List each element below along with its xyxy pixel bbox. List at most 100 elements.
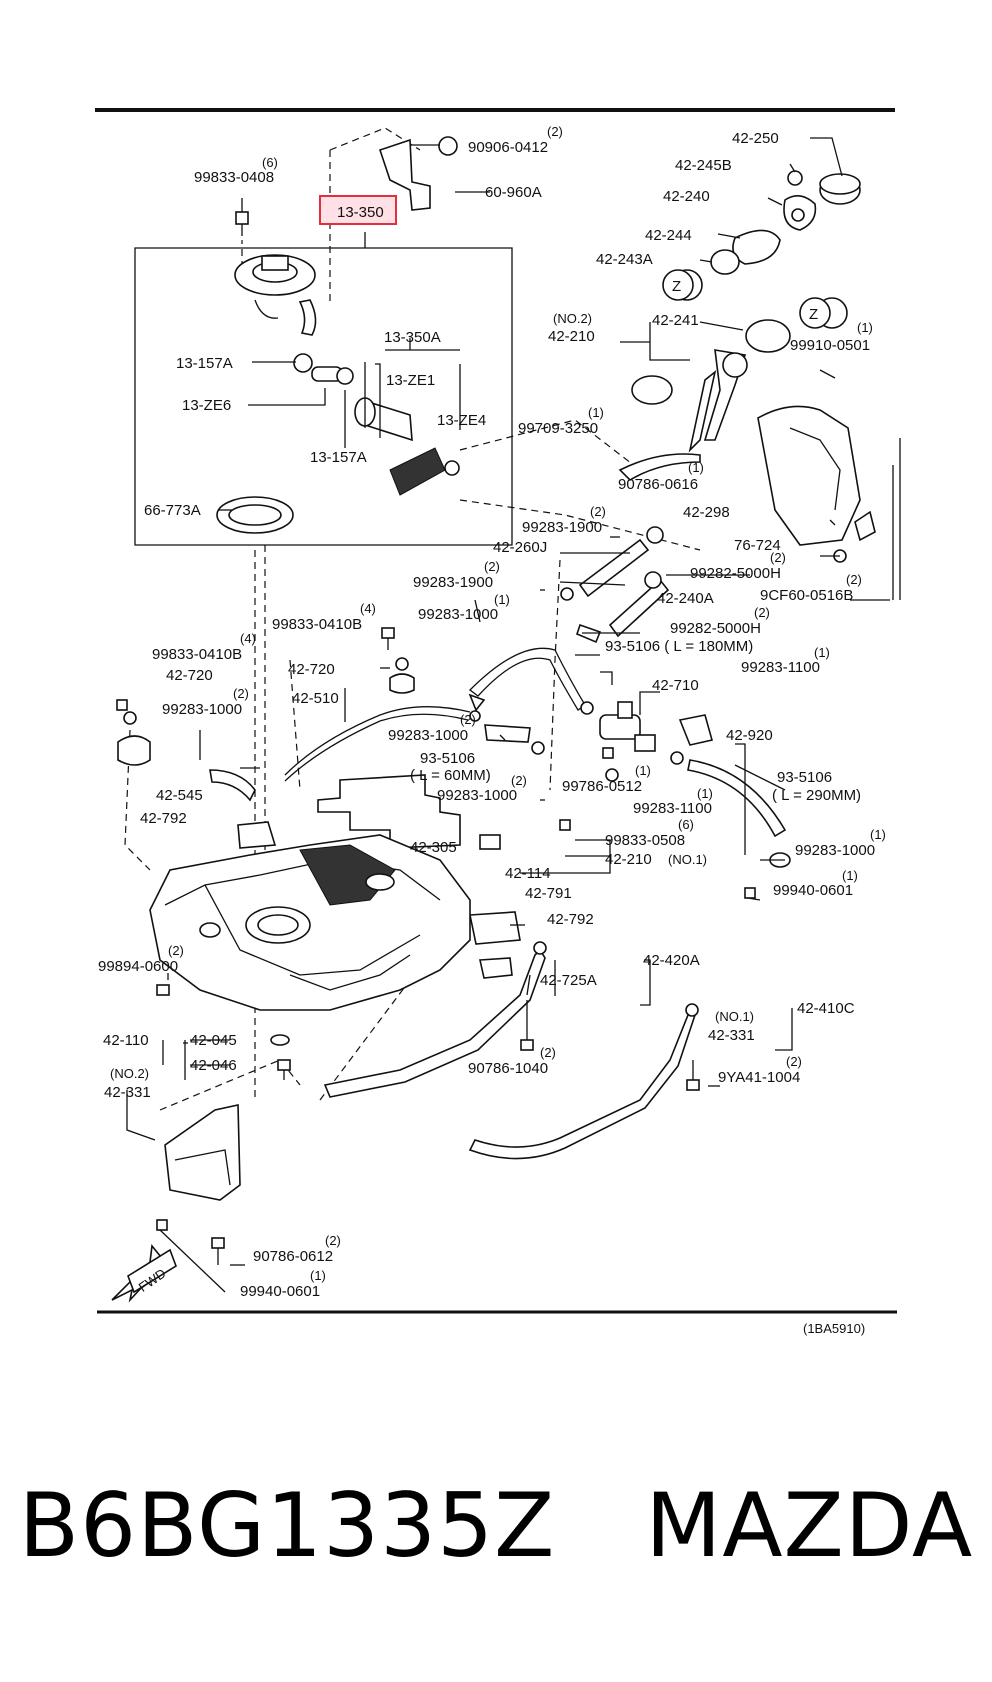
fuel-tank (149, 834, 471, 1011)
bolts (116, 627, 756, 1265)
callout-label: 13-ZE6 (182, 397, 231, 414)
callout-qty: (2) (754, 605, 770, 620)
callout-qty: (1) (857, 320, 873, 335)
callout-label: 93-5106 (420, 750, 475, 767)
pads (237, 774, 521, 979)
callout-qty: (2) (325, 1233, 341, 1248)
callout-qty: (1) (814, 645, 830, 660)
callout-label: 13-ZE4 (437, 412, 486, 429)
pump-internals (216, 353, 460, 534)
callout-label: 99283-1000 (388, 727, 468, 744)
callout-qty: (NO.1) (715, 1009, 754, 1024)
callout-label: 99833-0408 (194, 169, 274, 186)
callout-label: 99833-0410B (152, 646, 242, 663)
callout-label: 99283-1900 (522, 519, 602, 536)
callout-label: 90906-0412 (468, 139, 548, 156)
callout-qty: (2) (460, 712, 476, 727)
callout-label: 99833-0508 (605, 832, 685, 849)
callout-qty: (4) (240, 631, 256, 646)
callout-label: 42-510 (292, 690, 339, 707)
callout-label: 99940-0601 (240, 1283, 320, 1300)
callout-qty: (NO.2) (110, 1066, 149, 1081)
callout-label: 99283-1000 (162, 701, 242, 718)
callout-label: ( L = 290MM) (772, 787, 861, 804)
left-hoses (117, 657, 545, 802)
callout-label: 42-298 (683, 504, 730, 521)
callout-qty: (1) (870, 827, 886, 842)
callout-qty: (1) (842, 868, 858, 883)
callout-label: 13-157A (310, 449, 367, 466)
callout-qty: (2) (770, 550, 786, 565)
callout-label: 9YA41-1004 (718, 1069, 800, 1086)
caption: B6BG1335Z MAZDA (0, 1470, 992, 1580)
callout-label: 42-243A (596, 251, 653, 268)
callout-label: 99283-1000 (418, 606, 498, 623)
figure-code: (1BA5910) (803, 1321, 865, 1336)
callout-qty: (2) (168, 943, 184, 958)
callout-label: 99283-1000 (437, 787, 517, 804)
callout-label: 42-720 (166, 667, 213, 684)
callout-label: 42-244 (645, 227, 692, 244)
callout-qty: (NO.2) (553, 311, 592, 326)
callout-qty: (1) (588, 405, 604, 420)
callout-label: 42-792 (547, 911, 594, 928)
callout-label: 99910-0501 (790, 337, 870, 354)
callout-label: 90786-0612 (253, 1248, 333, 1265)
callout-label: 99283-1900 (413, 574, 493, 591)
callout-label: 42-046 (190, 1057, 237, 1074)
callout-label: 99282-5000H (690, 565, 781, 582)
callout-label: 42-245B (675, 157, 732, 174)
callout-label: 42-260J (493, 539, 547, 556)
callout-label: 13-ZE1 (386, 372, 435, 389)
callout-label: 60-960A (485, 184, 542, 201)
callout-label: 76-724 (734, 537, 781, 554)
callout-qty: (1) (697, 786, 713, 801)
fwd-arrow-icon: FWD (111, 1244, 177, 1303)
callout-qty: (1) (688, 460, 704, 475)
callout-label: 42-331 (708, 1027, 755, 1044)
pump-flange (234, 254, 317, 336)
callout-qty: (6) (262, 155, 278, 170)
caption-brand: MAZDA (645, 1473, 974, 1577)
callout-label: 42-250 (732, 130, 779, 147)
callout-label: 66-773A (144, 502, 201, 519)
callout-qty: (1) (310, 1268, 326, 1283)
callout-label: ( L = 60MM) (410, 767, 491, 784)
callout-label: 99786-0512 (562, 778, 642, 795)
callout-qty: (2) (540, 1045, 556, 1060)
caption-part-number: B6BG1335Z (18, 1473, 556, 1577)
callout-label: 42-045 (190, 1032, 237, 1049)
callout-label: 93-5106 ( L = 180MM) (605, 638, 753, 655)
highlight-box (319, 195, 397, 225)
callout-label: 42-240A (657, 590, 714, 607)
callout-label: 99283-1000 (795, 842, 875, 859)
callout-qty: (2) (547, 124, 563, 139)
callout-qty: (NO.1) (668, 852, 707, 867)
callout-label: 99283-1100 (633, 800, 712, 817)
tank-straps (323, 941, 699, 1160)
callout-label: 99940-0601 (773, 882, 853, 899)
callout-label: 42-720 (288, 661, 335, 678)
callout-label: 42-420A (643, 952, 700, 969)
callout-labels: (6) 99833-0408 (2) 90906-0412 60-960A 13… (98, 124, 886, 1300)
z-marker-icon: Z Z (662, 269, 831, 329)
callout-label: 42-331 (104, 1084, 151, 1101)
callout-qty: (2) (846, 572, 862, 587)
callout-label: 90786-1040 (468, 1060, 548, 1077)
callout-label: 42-410C (797, 1000, 855, 1017)
callout-label: 42-240 (663, 188, 710, 205)
hoses (468, 526, 670, 715)
callout-label: 42-545 (156, 787, 203, 804)
callout-label: 42-920 (726, 727, 773, 744)
canister (757, 405, 901, 600)
callout-label: 42-710 (652, 677, 699, 694)
callout-label: 93-5106 (777, 769, 832, 786)
callout-label: 13-157A (176, 355, 233, 372)
callout-label: 42-210 (605, 851, 652, 868)
callout-qty: (2) (484, 559, 500, 574)
heat-shield (164, 1104, 241, 1201)
callout-qty: (2) (590, 504, 606, 519)
callout-qty: (4) (360, 601, 376, 616)
callout-label: 99709-3250 (518, 420, 598, 437)
callout-label: 13-350A (384, 329, 441, 346)
